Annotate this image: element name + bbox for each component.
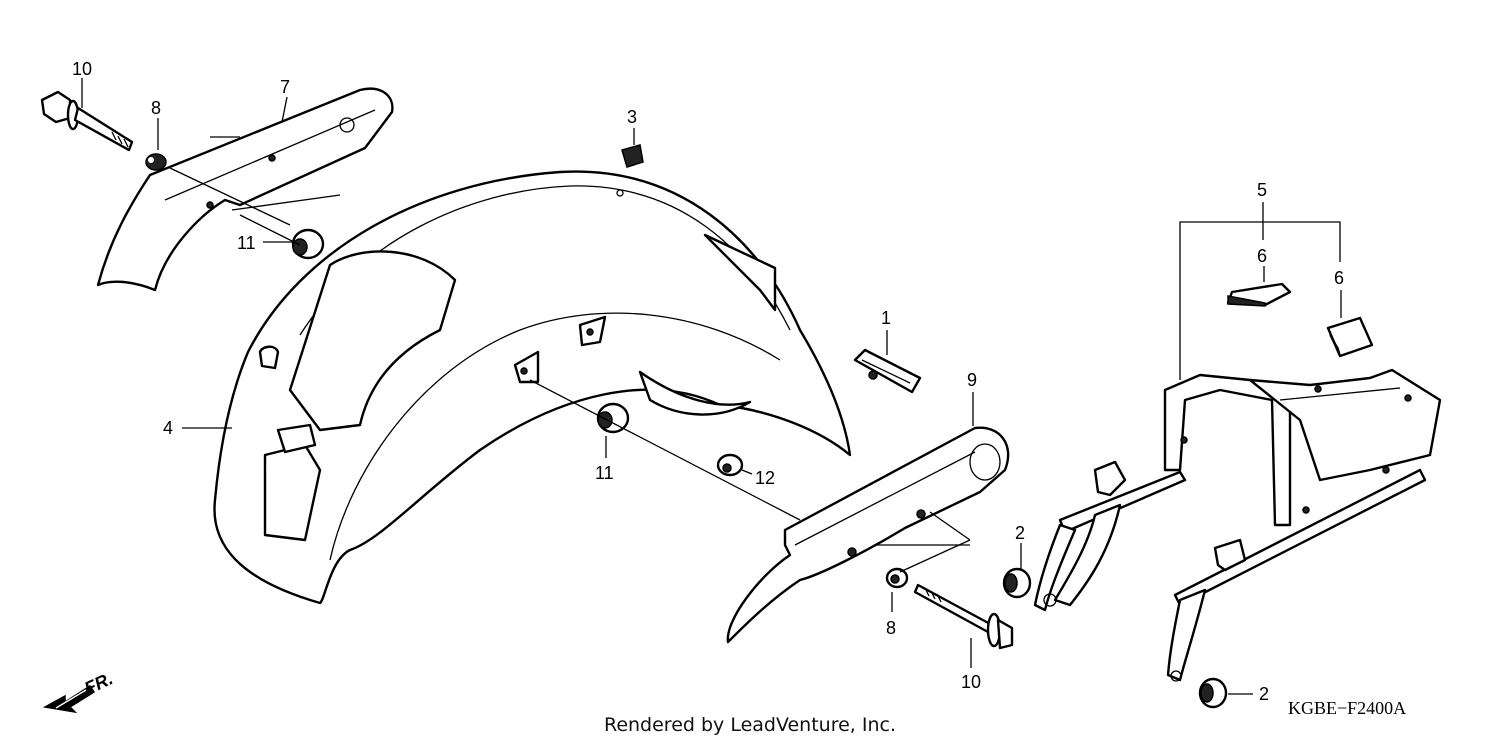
grommet-center[interactable]	[596, 402, 630, 434]
collar-top-left[interactable]	[145, 153, 167, 171]
callout-8-top: 8	[151, 98, 161, 118]
front-direction-indicator: FR.	[42, 668, 116, 714]
callout-6-right: 6	[1334, 268, 1344, 288]
bolt-bottom[interactable]	[913, 583, 1014, 650]
grommet-top[interactable]	[621, 144, 644, 168]
cushion-right-bottom[interactable]	[1198, 677, 1228, 709]
bolt-top-left[interactable]	[40, 90, 134, 152]
rear-fender-rail-right[interactable]	[726, 426, 1010, 644]
leader-lines	[81, 78, 1342, 695]
rear-fender[interactable]	[213, 170, 852, 605]
callout-10-bottom: 10	[961, 672, 981, 692]
callout-11-left: 11	[237, 233, 256, 253]
callout-10-top: 10	[72, 59, 92, 79]
rear-fender-rail-left[interactable]	[96, 87, 394, 292]
callout-2-bottom: 2	[1259, 684, 1269, 704]
drawing-code: KGBE−F2400A	[1288, 698, 1406, 718]
callout-4: 4	[163, 418, 173, 438]
cushion-right-middle[interactable]	[1002, 567, 1032, 599]
collar-bottom[interactable]	[885, 567, 909, 589]
callout-11-center: 11	[595, 463, 614, 483]
callout-8-bottom: 8	[886, 618, 896, 638]
pad-lower[interactable]	[1326, 316, 1374, 358]
callout-1: 1	[881, 308, 891, 328]
callout-6-upper: 6	[1257, 246, 1267, 266]
nut-12[interactable]	[716, 453, 744, 477]
credit-text: Rendered by LeadVenture, Inc.	[603, 714, 897, 736]
rear-fender-bracket[interactable]	[1033, 368, 1442, 682]
callout-9: 9	[967, 370, 977, 390]
callout-5: 5	[1257, 180, 1267, 200]
reflector-plate[interactable]	[853, 348, 922, 394]
callout-2-middle: 2	[1015, 523, 1025, 543]
pad-upper[interactable]	[1226, 282, 1292, 307]
callout-7: 7	[280, 77, 290, 97]
arrow-icon	[42, 684, 96, 714]
callout-12: 12	[755, 468, 775, 488]
callout-labels: 10 8 7 3 11 4 1 9 11 12 2 8 10 5 6 6 2	[72, 59, 1344, 704]
callout-3: 3	[627, 107, 637, 127]
